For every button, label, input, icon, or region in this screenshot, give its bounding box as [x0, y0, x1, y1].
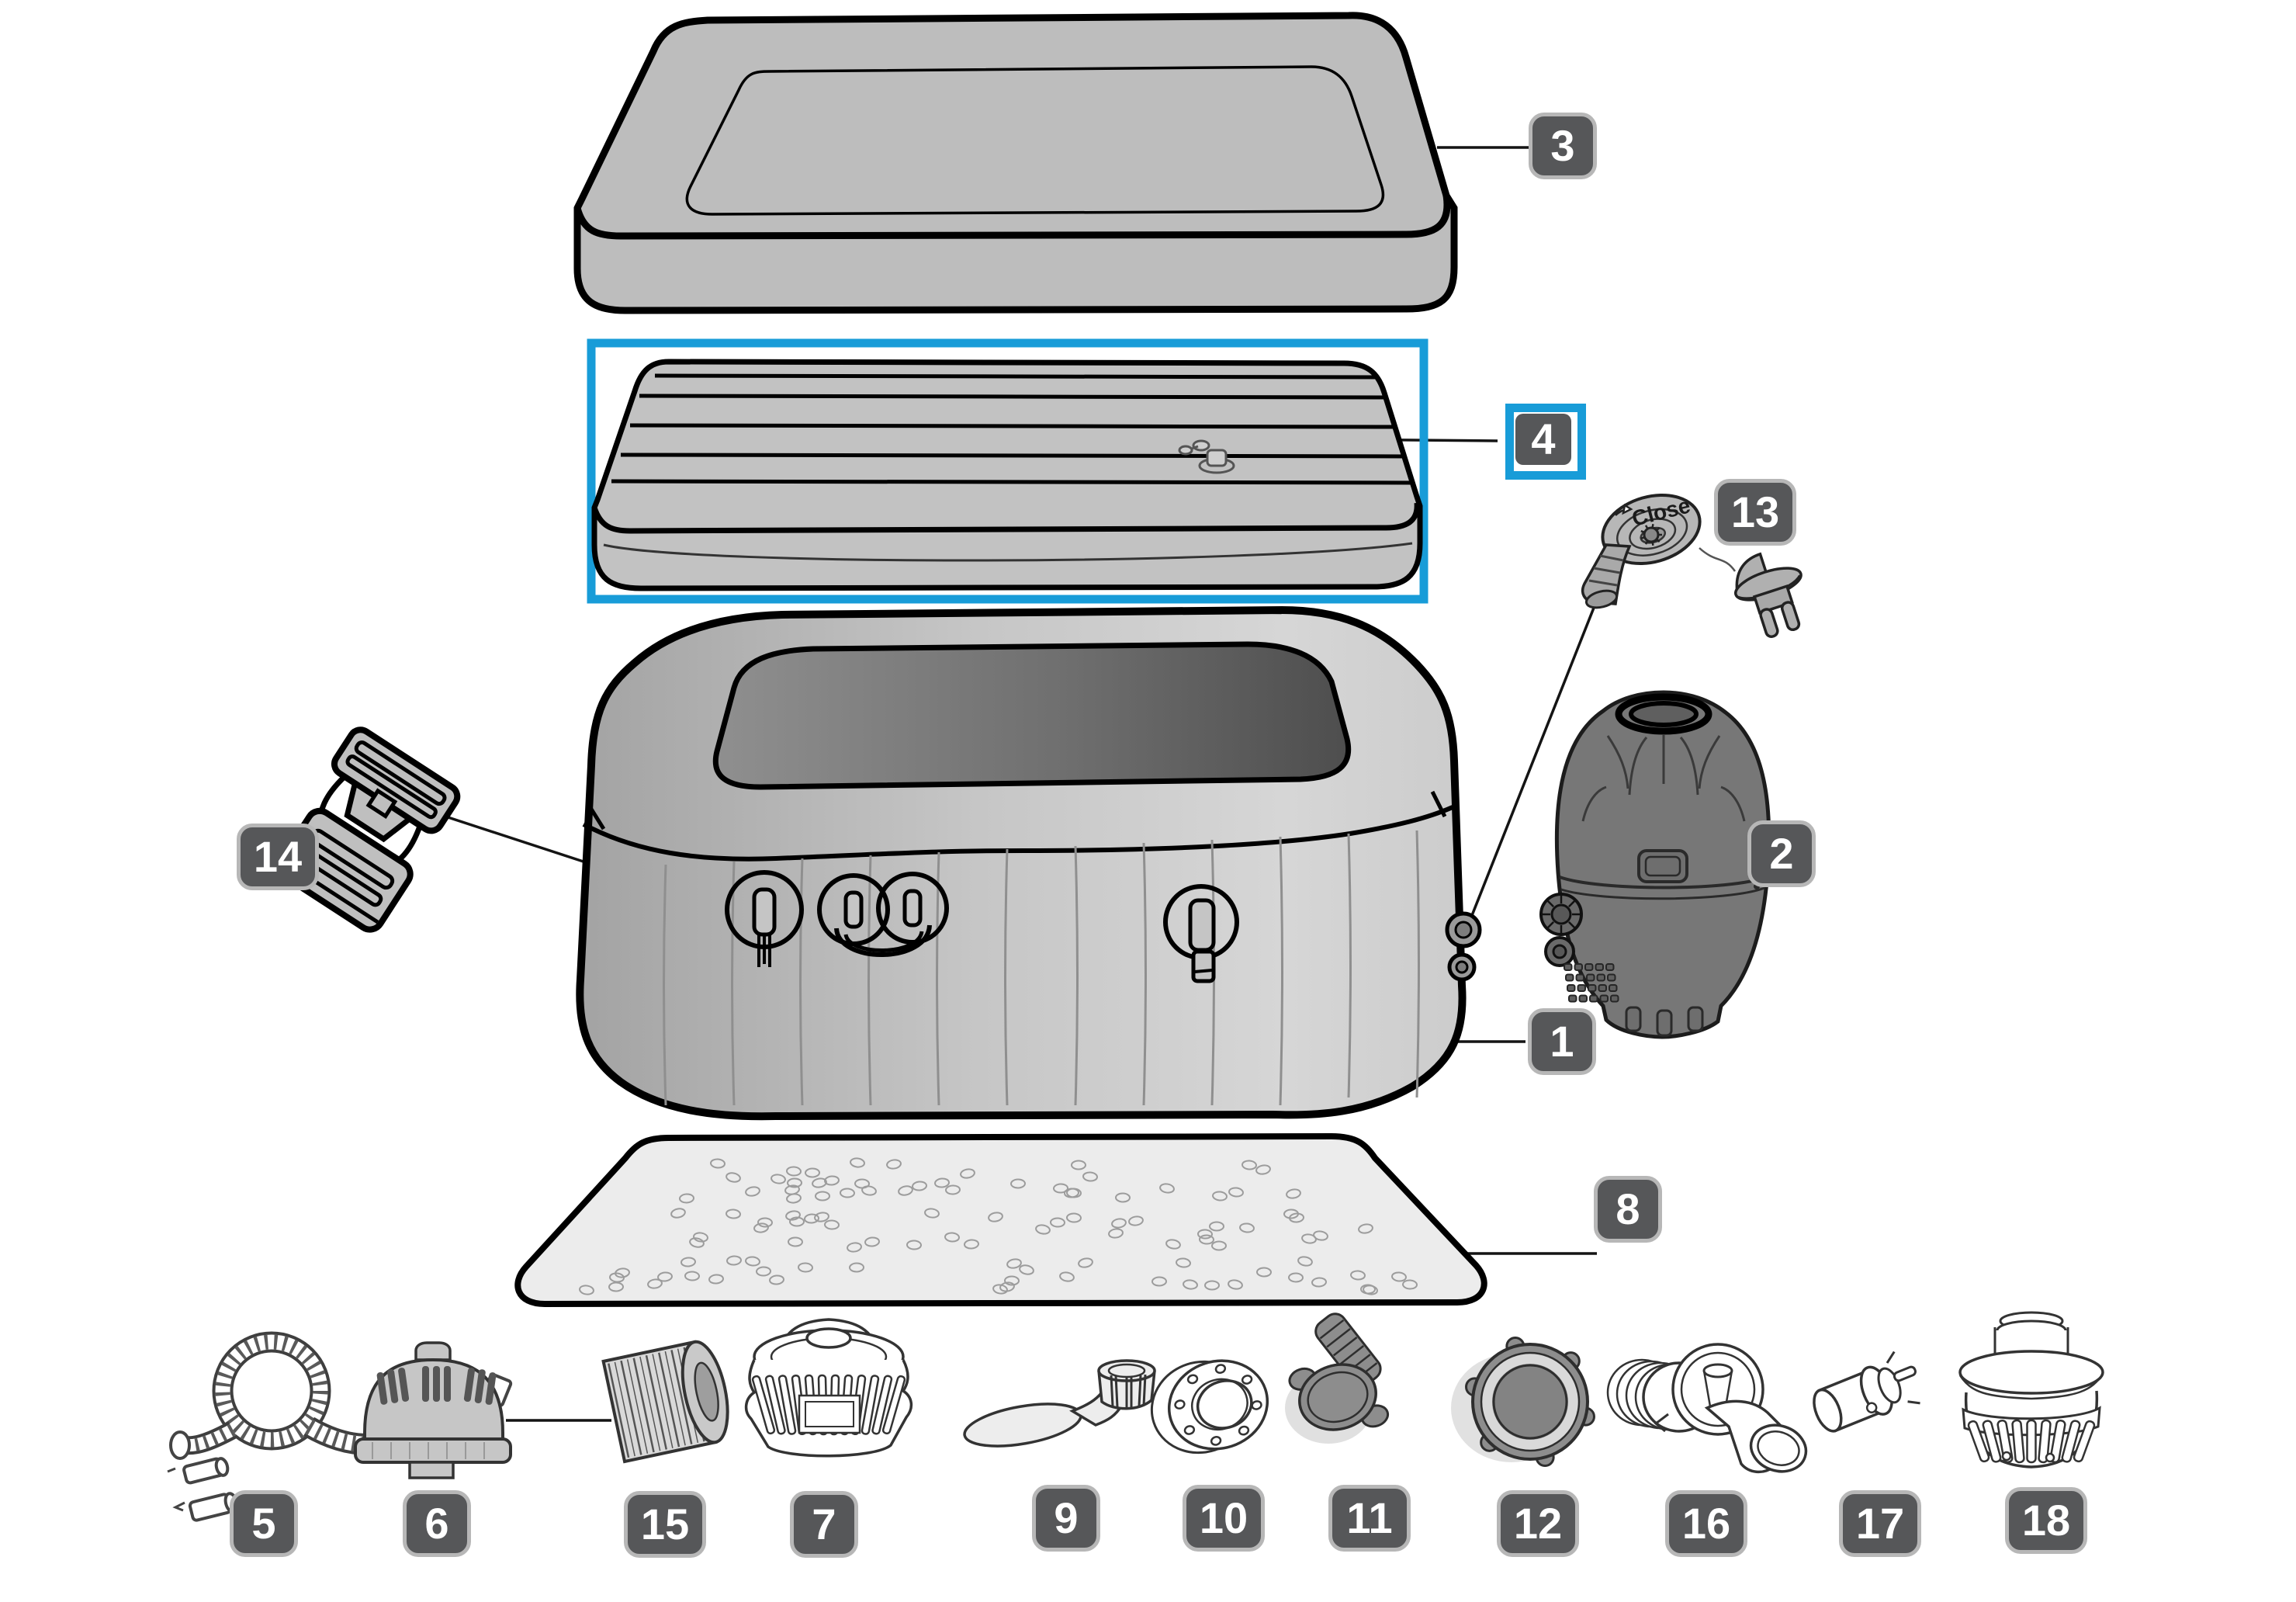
part-badge-12[interactable]: 12 [1497, 1490, 1579, 1557]
pump-rib-lines [1581, 734, 1746, 822]
tub-strap-loops [817, 872, 949, 957]
check-valve-adapter[interactable] [1806, 1347, 1927, 1441]
strainer-slots [1967, 1419, 2096, 1464]
part-badge-18[interactable]: 18 [2005, 1487, 2087, 1554]
filter-cover-vents [376, 1366, 497, 1405]
filter-cartridge[interactable] [601, 1338, 736, 1464]
inflatable-lid-bladder[interactable] [591, 359, 1423, 591]
stopper-plug[interactable] [1285, 1309, 1390, 1448]
pump-handle-recess [1637, 849, 1688, 883]
hose-adapters [167, 1457, 239, 1522]
bladder-seam-stripes [611, 373, 1415, 485]
pump-inlet-fittings [1539, 893, 1583, 967]
pump-base-channels [1625, 1006, 1704, 1037]
ground-mat[interactable] [514, 1132, 1487, 1308]
pump-unit[interactable] [1539, 690, 1771, 1039]
part-badge-4-number: 4 [1515, 414, 1571, 465]
filter-cover-flange-ticks [372, 1442, 485, 1459]
valve-threaded-neck [1581, 543, 1632, 609]
highlight-box [587, 338, 1429, 604]
part-badge-3[interactable]: 3 [1529, 113, 1597, 179]
part-badge-10[interactable]: 10 [1183, 1485, 1265, 1552]
part-badge-8[interactable]: 8 [1594, 1176, 1662, 1243]
strainer-connector[interactable] [1958, 1311, 2104, 1468]
valve-plug [1734, 552, 1803, 638]
air-filter-cover[interactable] [354, 1341, 512, 1479]
spanner-head-slots [1110, 1374, 1147, 1409]
close-arrow-icon [1615, 503, 1633, 516]
spanner-tool[interactable] [961, 1359, 1156, 1454]
debris-screen-elbow[interactable] [1606, 1343, 1812, 1479]
spa-cover-lid[interactable] [573, 12, 1458, 314]
ring-spanner-holes [1174, 1364, 1262, 1446]
tub-opening [712, 641, 1352, 790]
valve-gear-teeth [1640, 523, 1662, 546]
tub-air-valve-right [1163, 884, 1239, 983]
part-badge-7[interactable]: 7 [790, 1491, 858, 1558]
part-badge-4-highlighted[interactable]: 4 [1505, 404, 1586, 480]
pump-vent-grid [1564, 963, 1619, 1003]
mat-texture-dots [579, 1157, 1418, 1295]
filter-housing[interactable] [744, 1318, 913, 1458]
part-badge-9[interactable]: 9 [1032, 1485, 1100, 1552]
ring-spanner[interactable] [1140, 1344, 1279, 1467]
part-badge-13[interactable]: 13 [1714, 479, 1796, 546]
part-badge-11[interactable]: 11 [1328, 1485, 1411, 1552]
part-badge-17[interactable]: 17 [1839, 1490, 1921, 1557]
part-badge-5[interactable]: 5 [230, 1490, 298, 1557]
part-badge-16[interactable]: 16 [1665, 1490, 1747, 1557]
tub-pump-couplings [1445, 911, 1482, 982]
tub-air-valve-left [725, 870, 804, 967]
bladder-valve [1178, 439, 1235, 474]
part-badge-1[interactable]: 1 [1528, 1008, 1596, 1075]
part-badge-14[interactable]: 14 [237, 824, 319, 890]
valve-plug-string [1699, 547, 1737, 572]
part-badge-15[interactable]: 15 [624, 1491, 706, 1558]
leader-line-13 [1467, 595, 1600, 926]
spa-tub[interactable] [576, 605, 1482, 1121]
inflation-valve[interactable]: Close [1581, 484, 1817, 643]
part-badge-6[interactable]: 6 [403, 1490, 471, 1557]
lock-ring[interactable] [1451, 1337, 1595, 1467]
part-badge-2[interactable]: 2 [1747, 820, 1816, 887]
